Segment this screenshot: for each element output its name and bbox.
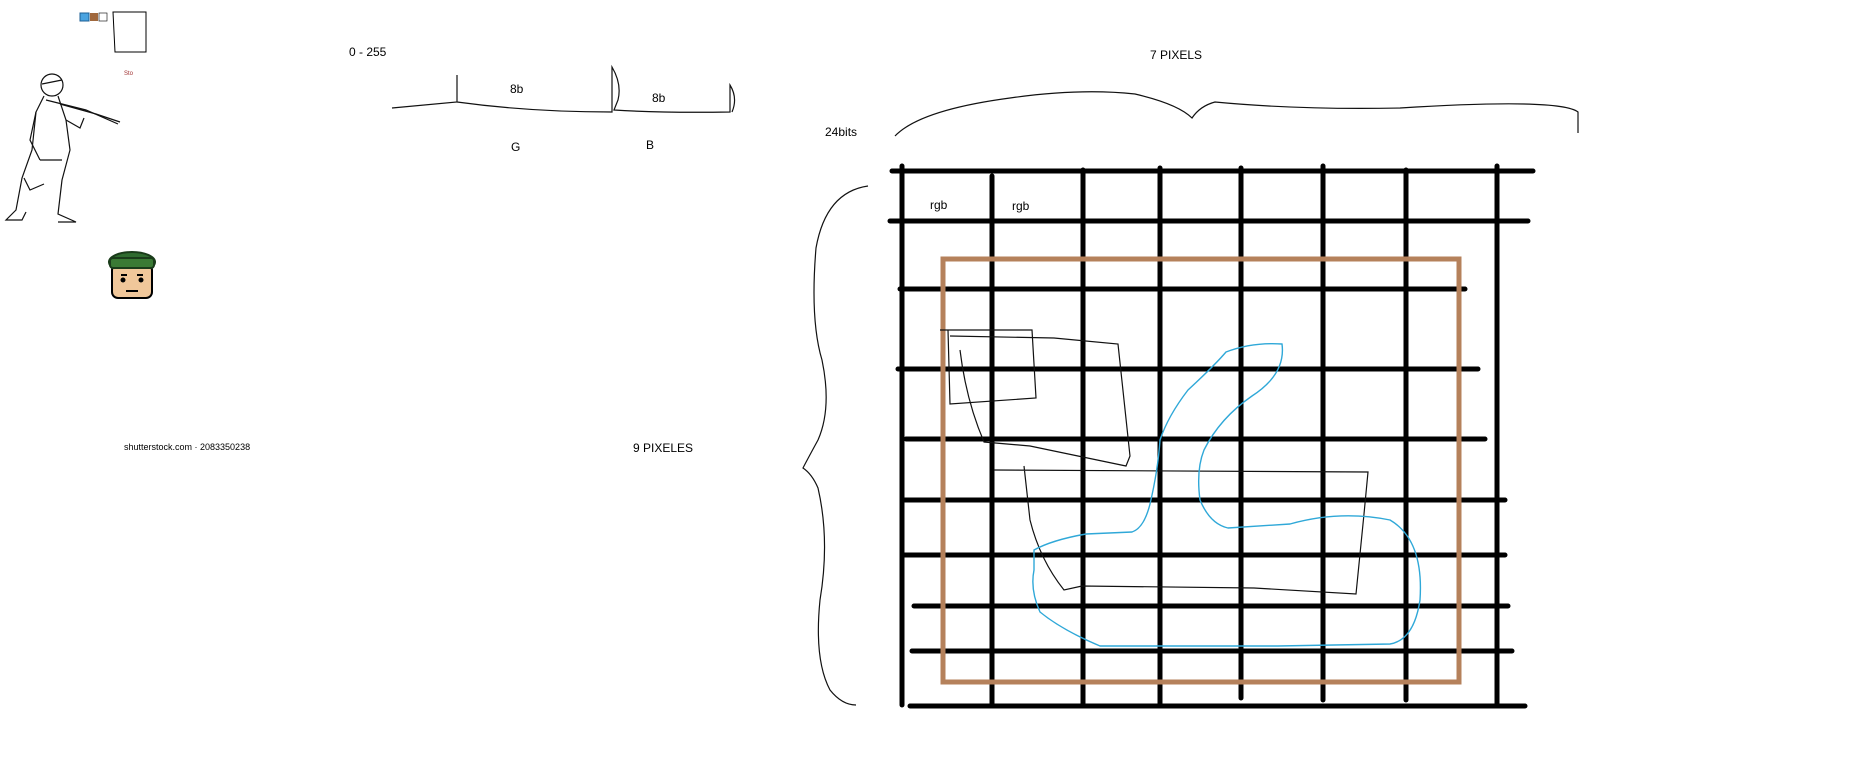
selection-frame — [940, 256, 1462, 685]
black-scribble — [940, 329, 1369, 595]
height-brace — [802, 185, 869, 706]
bit-braces — [391, 64, 736, 113]
bits-24-label: 24bits — [825, 125, 858, 139]
soldier-face-icon — [108, 251, 156, 299]
height-pixels-label: 9 PIXELES — [633, 441, 694, 455]
soldier-sketch-icon — [4, 73, 121, 223]
range-label: 0 - 255 — [349, 45, 387, 59]
watermark-text: shutterstock.com · 2083350238 — [124, 442, 251, 452]
width-pixels-label: 7 PIXELS — [1150, 48, 1203, 62]
width-brace — [894, 91, 1579, 137]
g-bits-label: 8b — [510, 82, 524, 96]
svg-text:Sto: Sto — [124, 71, 134, 77]
rgb-label-1: rgb — [930, 198, 948, 212]
g-channel-label: G — [511, 140, 521, 154]
b-bits-label: 8b — [652, 91, 666, 105]
b-channel-label: B — [646, 138, 655, 152]
mini-toolbar-icon: Sto — [79, 11, 147, 77]
rgb-label-2: rgb — [1012, 199, 1030, 213]
blue-scribble — [1032, 342, 1422, 647]
